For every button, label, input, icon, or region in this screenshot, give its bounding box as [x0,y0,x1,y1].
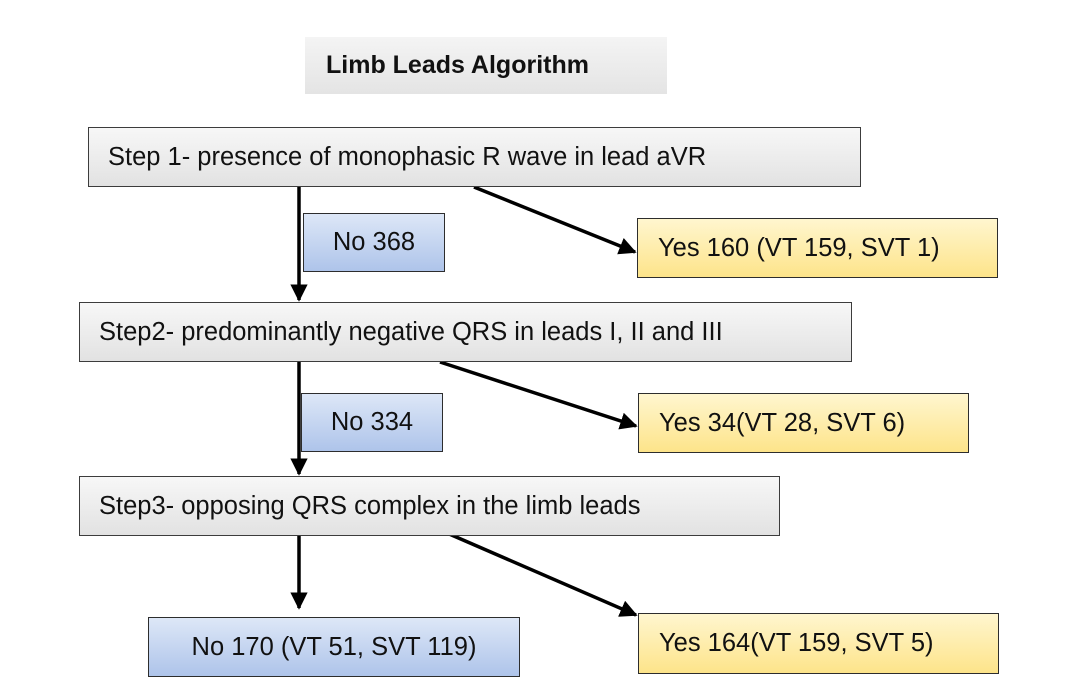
step-1-label: Step 1- presence of monophasic R wave in… [108,142,707,171]
step-3-no-label: No 170 (VT 51, SVT 119) [191,632,477,661]
step-3-yes-box: Yes 164(VT 159, SVT 5) [638,613,999,674]
step-2-no-box: No 334 [301,393,443,452]
arrow-step3-to-yes [439,528,638,617]
arrow-step1-to-yes [473,185,637,255]
step-1-yes-box: Yes 160 (VT 159, SVT 1) [637,218,998,278]
step-3-no-box: No 170 (VT 51, SVT 119) [148,617,520,677]
step-2-label: Step2- predominantly negative QRS in lea… [99,317,723,346]
step-3-label: Step3- opposing QRS complex in the limb … [99,491,641,520]
step-3-box: Step3- opposing QRS complex in the limb … [79,476,780,536]
step-1-box: Step 1- presence of monophasic R wave in… [88,127,861,187]
step-1-no-label: No 368 [332,228,416,256]
step-2-yes-box: Yes 34(VT 28, SVT 6) [638,393,969,453]
step-2-yes-label: Yes 34(VT 28, SVT 6) [659,408,906,437]
step-2-no-label: No 334 [330,408,414,436]
arrow-step2-to-yes [439,360,638,430]
step-1-yes-label: Yes 160 (VT 159, SVT 1) [658,233,940,262]
step-3-yes-label: Yes 164(VT 159, SVT 5) [659,629,934,657]
step-1-no-box: No 368 [303,213,445,272]
diagram-title: Limb Leads Algorithm [305,37,667,94]
step-2-box: Step2- predominantly negative QRS in lea… [79,302,852,362]
